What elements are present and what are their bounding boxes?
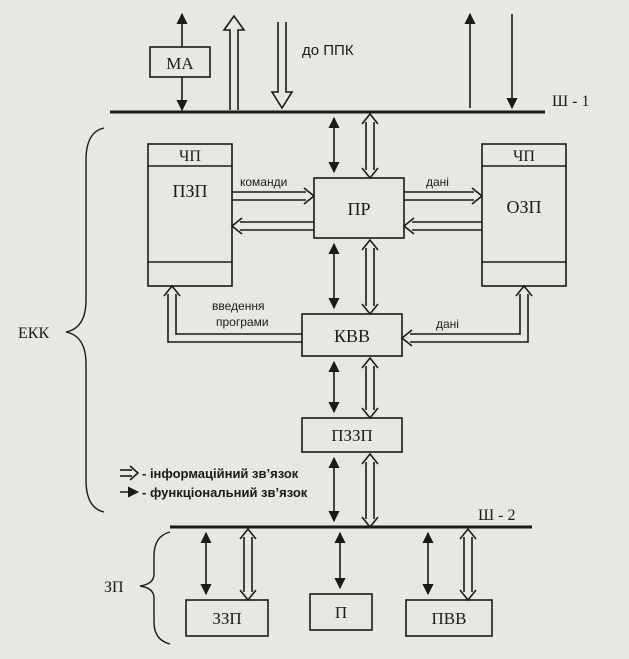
chp-right-label: ЧП [513, 148, 535, 165]
ekk-label: ЕКК [18, 325, 49, 342]
p-block [309, 593, 373, 631]
legend-info-text: - інформаційний зв’язок [142, 466, 299, 481]
bus-1-label: Ш - 1 [552, 93, 589, 110]
kvv-block [301, 313, 403, 357]
ppk-hollow-arrow-1 [222, 14, 246, 110]
commands-arrow [232, 187, 316, 205]
data-top-label: дані [426, 175, 449, 189]
p-label: П [335, 603, 347, 622]
pzp-block [147, 143, 233, 287]
pzzp-bus2-info [361, 452, 379, 529]
bus-2-label: Ш - 2 [478, 507, 515, 524]
legend-func-text: - функціональний зв’язок [142, 485, 308, 500]
legend-info-arrow-icon [120, 465, 140, 481]
ma-label: МА [166, 54, 194, 73]
ekk-brace [65, 127, 105, 513]
ozp-label: ОЗП [506, 197, 541, 217]
program-input-label-2: програми [216, 315, 269, 329]
ppk-hollow-arrow-2 [270, 22, 294, 110]
pzzp-block [301, 417, 403, 453]
chp-left-label: ЧП [179, 148, 201, 165]
bus2-pvv-info [459, 527, 477, 602]
program-input-label-1: введення [212, 299, 264, 313]
zp-label: ЗП [104, 579, 124, 596]
zzp-label: ЗЗП [212, 609, 241, 628]
ppk-label: до ППК [302, 42, 354, 59]
pr-pzp-arrow [230, 217, 314, 235]
ozp-pr-arrow [402, 217, 482, 235]
bus2-zzp-info [239, 527, 257, 602]
pr-block [313, 177, 405, 239]
pr-label: ПР [347, 199, 370, 219]
kvv-ozp-data-arrow [400, 284, 533, 347]
pzp-label: ПЗП [172, 181, 207, 201]
pzzp-label: ПЗЗП [331, 426, 373, 445]
ma-block [149, 46, 211, 78]
data-kvv-label: дані [436, 317, 459, 331]
pr-kvv-info [361, 238, 379, 316]
commands-label: команди [240, 175, 287, 189]
program-input-arrow [163, 284, 302, 343]
bus1-pr-info [361, 112, 379, 180]
zp-brace [139, 531, 171, 645]
pvv-label: ПВВ [432, 609, 467, 628]
kvv-pzzp-info [361, 356, 379, 420]
kvv-label: КВВ [334, 326, 370, 346]
zzp-block [185, 599, 269, 637]
pvv-block [405, 599, 493, 637]
pr-ozp-data-arrow [404, 187, 484, 205]
